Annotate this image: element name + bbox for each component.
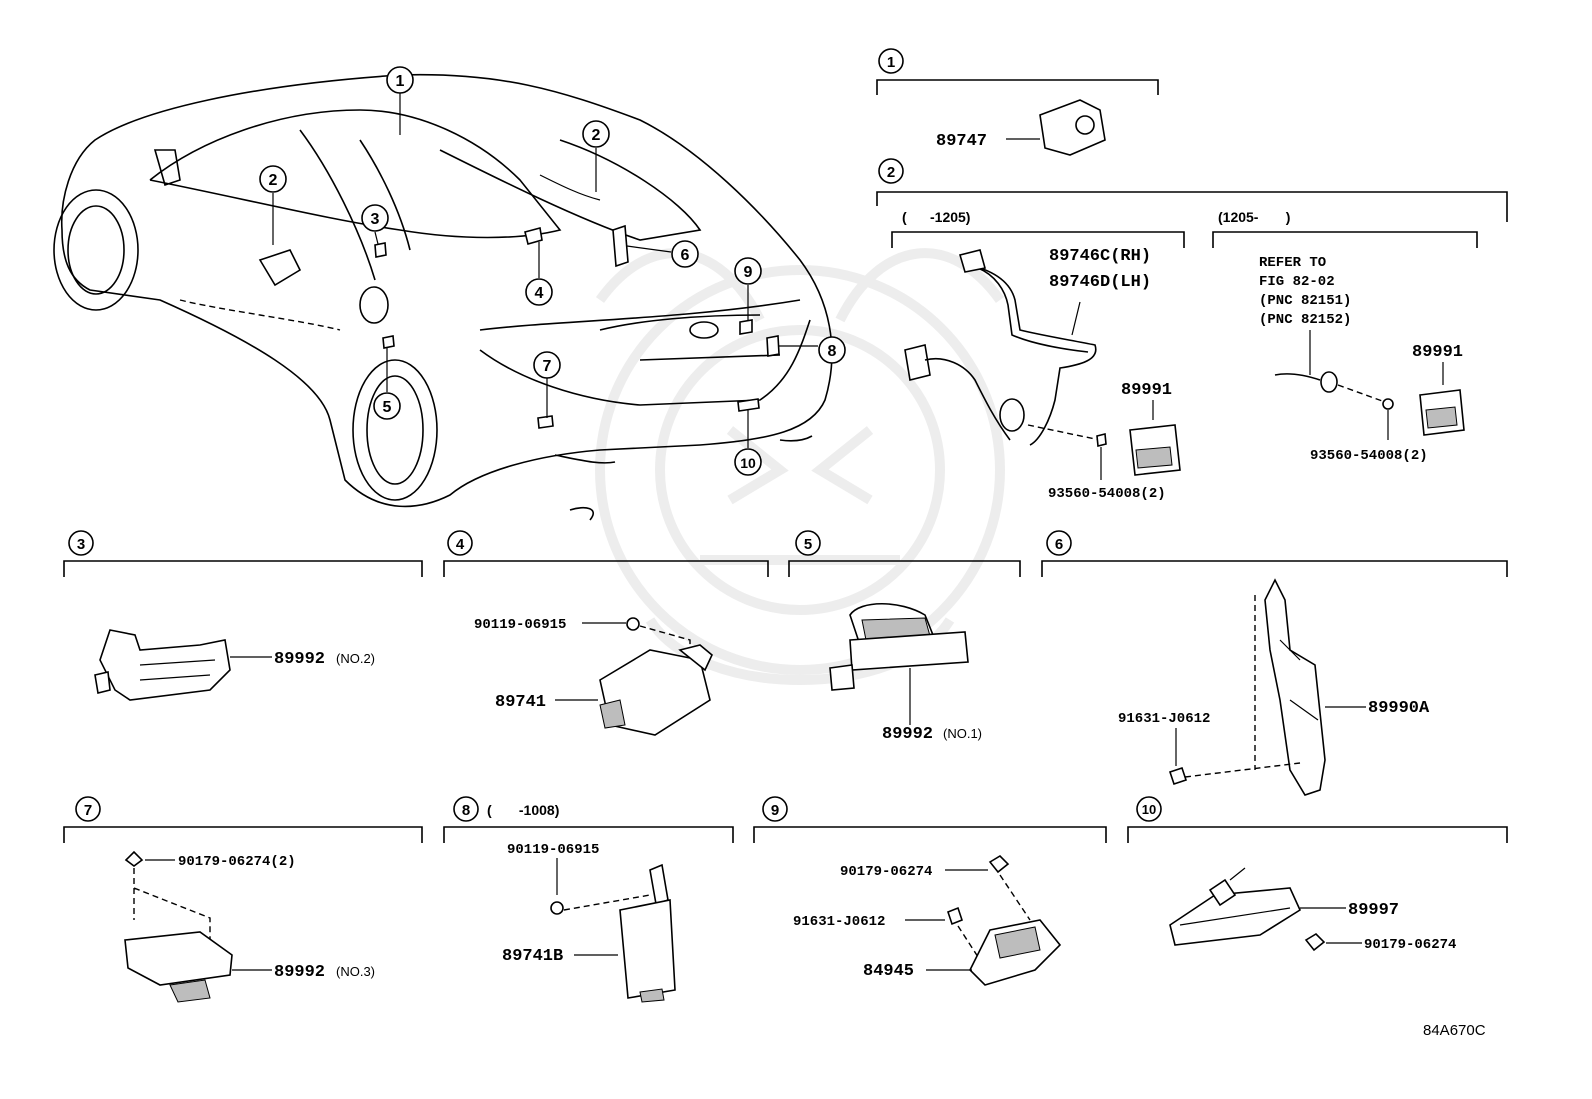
section-5-number: 5 bbox=[804, 536, 812, 553]
part-90179-label-s10: 90179-06274 bbox=[1364, 937, 1456, 953]
callout-number: 8 bbox=[828, 343, 837, 360]
callout-number: 1 bbox=[396, 73, 405, 90]
part-91631-label-s6: 91631-J0612 bbox=[1118, 711, 1210, 727]
section-1-number: 1 bbox=[887, 54, 895, 71]
car-callout-2a: 2 bbox=[582, 120, 610, 148]
watermark-emblem bbox=[595, 248, 1005, 685]
car-callout-3: 3 bbox=[361, 204, 389, 232]
part-89990a-label: 89990A bbox=[1368, 699, 1430, 718]
part-89992-no1-label: 89992 bbox=[882, 725, 933, 744]
part-90179-label-s9: 90179-06274 bbox=[840, 864, 932, 880]
part-89741-label: 89741 bbox=[495, 693, 546, 712]
refer-line-1: REFER TO bbox=[1259, 255, 1326, 271]
refer-line-3: (PNC 82151) bbox=[1259, 293, 1351, 309]
car-callout-8: 8 bbox=[818, 336, 846, 364]
refer-line-4: (PNC 82152) bbox=[1259, 312, 1351, 328]
section-9: 9 90179-06274 91631-J0612 84945 bbox=[753, 796, 1107, 986]
part-93560-right-label: 93560-54008(2) bbox=[1310, 448, 1428, 464]
part-89992-no1-note: (NO.1) bbox=[943, 726, 982, 741]
part-89991-left-label: 89991 bbox=[1121, 381, 1172, 400]
part-89992-no3-note: (NO.3) bbox=[336, 964, 375, 979]
car-callout-4: 4 bbox=[525, 278, 553, 306]
part-90179-label-s7: 90179-06274(2) bbox=[178, 854, 296, 870]
car-callout-10: 10 bbox=[734, 448, 762, 476]
vehicle-part-markers bbox=[258, 174, 780, 429]
section-6: 6 91631-J0612 89990A bbox=[1041, 530, 1508, 796]
callout-number: 3 bbox=[371, 211, 380, 228]
section-2-number: 2 bbox=[887, 164, 895, 181]
part-84945-label: 84945 bbox=[863, 962, 914, 981]
section-5: 5 89992 (NO.1) bbox=[788, 530, 1021, 744]
section-6-number: 6 bbox=[1055, 536, 1063, 553]
part-89991-right-label: 89991 bbox=[1412, 343, 1463, 362]
callout-number: 10 bbox=[740, 455, 756, 471]
callout-leaders bbox=[272, 93, 818, 448]
section-3: 3 89992 (NO.2) bbox=[63, 530, 423, 701]
part-89992-no2-note: (NO.2) bbox=[336, 651, 375, 666]
section-4: 4 90119-06915 89741 bbox=[443, 530, 769, 736]
section-4-number: 4 bbox=[456, 536, 465, 553]
vehicle-outline bbox=[53, 73, 833, 521]
section-2-left-range: ( -1205) bbox=[902, 209, 970, 225]
section-10-number: 10 bbox=[1142, 802, 1156, 817]
car-callout-1: 1 bbox=[386, 66, 414, 94]
part-89997-label: 89997 bbox=[1348, 901, 1399, 920]
car-callout-6: 6 bbox=[671, 240, 699, 268]
car-callout-7: 7 bbox=[533, 351, 561, 379]
section-9-number: 9 bbox=[771, 802, 779, 819]
part-89747-label: 89747 bbox=[936, 132, 987, 151]
car-callout-2b: 2 bbox=[259, 165, 287, 193]
car-callout-5: 5 bbox=[373, 392, 401, 420]
section-2: 2 ( -1205) (1205- ) 89746C(RH) 89746D(LH… bbox=[876, 158, 1508, 502]
part-90119-label-s4: 90119-06915 bbox=[474, 617, 566, 633]
callout-number: 6 bbox=[681, 247, 690, 264]
car-callout-9: 9 bbox=[734, 257, 762, 285]
part-90119-label-s8: 90119-06915 bbox=[507, 842, 599, 858]
part-91631-label-s9: 91631-J0612 bbox=[793, 914, 885, 930]
part-89741b-label: 89741B bbox=[502, 947, 563, 966]
callout-number: 2 bbox=[592, 127, 601, 144]
section-3-number: 3 bbox=[77, 536, 85, 553]
section-1: 1 89747 bbox=[876, 48, 1159, 156]
part-89746c-label: 89746C(RH) bbox=[1049, 247, 1151, 266]
callout-number: 7 bbox=[543, 358, 552, 375]
callout-number: 9 bbox=[744, 264, 753, 281]
section-10: 10 89997 90179-06274 bbox=[1127, 796, 1508, 953]
section-8-range: ( -1008) bbox=[487, 802, 559, 818]
section-8: 8 ( -1008) 90119-06915 89741B bbox=[443, 796, 734, 1003]
part-89992-no3-label: 89992 bbox=[274, 963, 325, 982]
refer-line-2: FIG 82-02 bbox=[1259, 274, 1335, 290]
callout-number: 2 bbox=[269, 172, 278, 189]
section-2-right-range: (1205- ) bbox=[1218, 209, 1290, 225]
section-7: 7 90179-06274(2) 89992 (NO.3) bbox=[63, 796, 423, 1003]
callout-number: 4 bbox=[535, 285, 544, 302]
callout-number: 5 bbox=[383, 399, 392, 416]
part-89746d-label: 89746D(LH) bbox=[1049, 273, 1151, 292]
part-89992-no2-label: 89992 bbox=[274, 650, 325, 669]
section-8-number: 8 bbox=[462, 802, 470, 819]
figure-code: 84A670C bbox=[1423, 1022, 1486, 1039]
section-7-number: 7 bbox=[84, 802, 92, 819]
part-93560-left-label: 93560-54008(2) bbox=[1048, 486, 1166, 502]
